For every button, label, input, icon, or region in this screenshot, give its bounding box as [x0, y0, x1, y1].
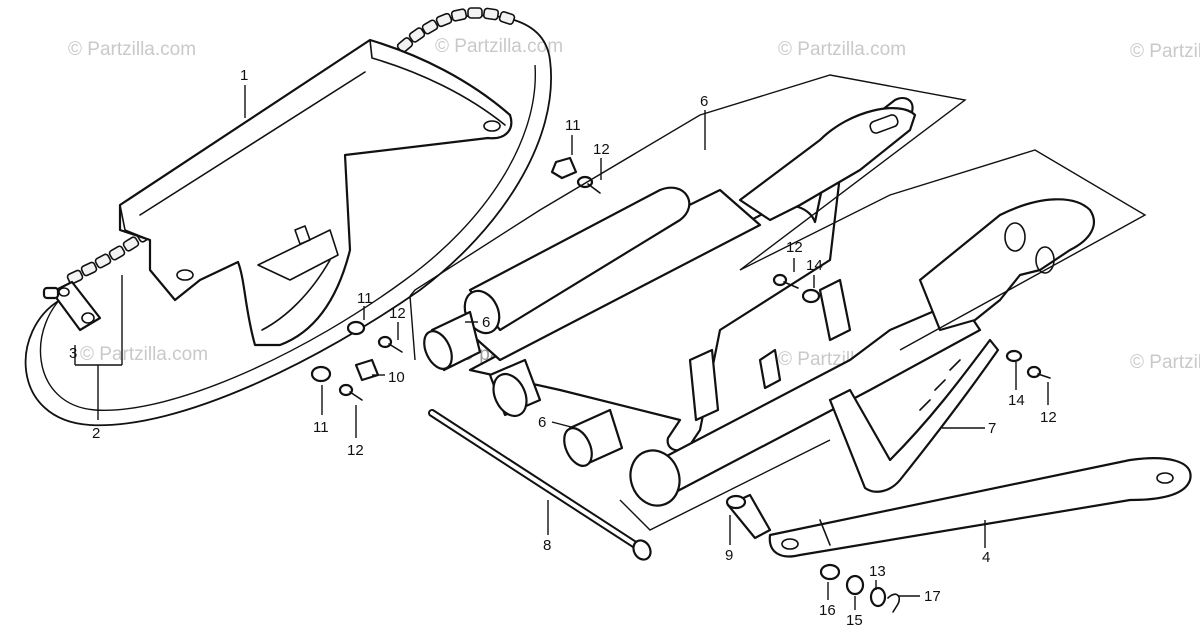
callout-label: 6 [700, 93, 708, 110]
watermark: © Partzilla.com [80, 344, 208, 365]
callouts: 1 2 3 4 6 6 6 7 8 9 10 11 11 11 12 12 12… [69, 67, 1057, 629]
bolt[interactable] [1026, 365, 1051, 379]
washer[interactable] [346, 320, 366, 336]
callout-label: 6 [482, 314, 490, 331]
callout-label: 1 [240, 67, 248, 84]
washer[interactable] [801, 288, 821, 304]
callout-label: 12 [786, 239, 803, 256]
leader-lines [74, 85, 1049, 610]
callout-label: 11 [357, 290, 373, 307]
pivot-bolt[interactable] [428, 409, 654, 563]
nut[interactable] [354, 358, 380, 382]
swingarm[interactable] [453, 96, 1096, 512]
bolt[interactable] [772, 273, 799, 289]
watermark: © Partzilla.com [778, 39, 906, 60]
hardware [310, 156, 1051, 613]
callout-label: 16 [819, 602, 836, 619]
bolt[interactable] [576, 175, 601, 194]
cotter-pin[interactable] [887, 593, 901, 613]
nut[interactable] [869, 586, 887, 608]
callout-label: 12 [1040, 409, 1057, 426]
callout-label: 11 [565, 117, 581, 134]
callout-label: 6 [538, 414, 546, 431]
chain-slider-brace[interactable] [828, 338, 1000, 493]
washer[interactable] [845, 574, 865, 596]
callout-label: 7 [988, 420, 996, 437]
callout-label: 11 [313, 419, 329, 436]
nut[interactable] [550, 156, 578, 180]
washer[interactable] [1005, 349, 1023, 363]
watermark: © Partzilla.com [1130, 41, 1200, 62]
drive-chain [24, 7, 552, 427]
callout-label: 12 [389, 305, 406, 322]
callout-label: 2 [92, 425, 100, 442]
washer[interactable] [819, 563, 841, 581]
callout-label: 15 [846, 612, 863, 629]
callout-label: 8 [543, 537, 551, 554]
bolt[interactable] [338, 383, 363, 401]
bolt[interactable] [377, 335, 403, 353]
callout-label: 9 [725, 547, 733, 564]
callout-label: 4 [982, 549, 990, 566]
torque-pin[interactable] [725, 493, 772, 540]
watermark: © Partzilla.com [68, 39, 196, 60]
chain-case[interactable] [118, 38, 513, 347]
washer[interactable] [310, 365, 332, 383]
chain-links-top [396, 7, 516, 53]
chain-links-left [66, 227, 154, 285]
reference-lines [409, 74, 1147, 531]
callout-label: 12 [593, 141, 610, 158]
callout-label: 13 [869, 563, 886, 580]
callout-label: 10 [388, 369, 405, 386]
pivot-bushings[interactable] [419, 310, 624, 470]
callout-label: 3 [69, 345, 77, 362]
callout-label: 17 [924, 588, 941, 605]
callout-label: 12 [347, 442, 364, 459]
callout-label: 14 [1008, 392, 1025, 409]
watermark: © Partzilla.com [1130, 352, 1200, 373]
watermark: © Partzilla.com [435, 36, 563, 57]
callout-label: 14 [806, 257, 823, 274]
torque-link[interactable] [768, 457, 1192, 558]
chain-joint[interactable] [42, 280, 102, 332]
